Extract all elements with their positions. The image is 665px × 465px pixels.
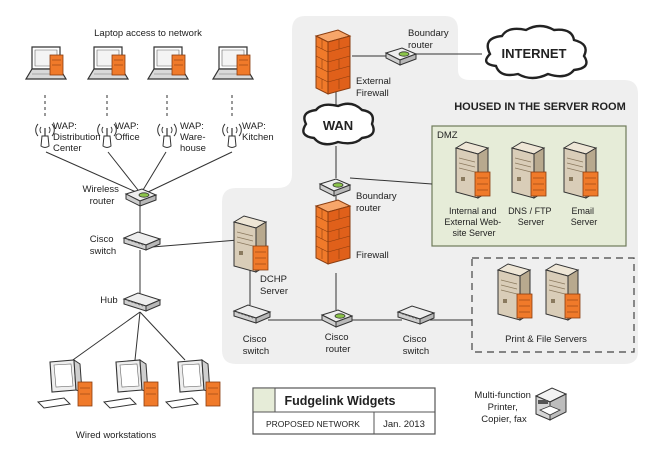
multifunction-printer-label: Multi-function Printer, Copier, fax — [474, 390, 533, 425]
print-file-servers-label: Print & File Servers — [505, 334, 587, 345]
workstation-icon — [37, 359, 93, 409]
wired-workstations-label: Wired workstations — [76, 430, 156, 441]
wireless-router-label: Wireless router — [82, 184, 121, 207]
title-block-title: Fudgelink Widgets — [285, 394, 396, 408]
dns-ftp-server-icon — [511, 141, 547, 199]
external-firewall-label: External Firewall — [356, 76, 394, 99]
hub-icon — [123, 292, 161, 312]
workstation-icon — [103, 359, 159, 409]
hub-label: Hub — [100, 295, 117, 306]
cisco-switch-right-label: Cisco switch — [403, 334, 429, 357]
wap-kitchen-label: WAP: Kitchen — [242, 121, 274, 143]
laptop-icon — [25, 46, 67, 80]
title-block: Fudgelink Widgets PROPOSED NETWORK Jan. … — [252, 387, 436, 435]
wan-label: WAN — [323, 118, 353, 133]
cisco-switch-bottom-label: Cisco switch — [243, 334, 269, 357]
print-server-icon — [497, 263, 533, 321]
wan-cloud: WAN — [302, 102, 375, 146]
dns-ftp-server-label: DNS / FTP Server — [508, 206, 554, 227]
workstation-icon — [165, 359, 221, 409]
boundary-router-mid-label: Boundary router — [356, 191, 399, 214]
dhcp-server-icon — [233, 215, 269, 273]
wap-icon — [222, 123, 242, 149]
wap-warehouse-label: WAP: Ware- house — [180, 121, 208, 154]
connection-lines — [44, 53, 482, 363]
wap-distribution-label: WAP: Distribution Center — [53, 121, 103, 154]
title-block-date: Jan. 2013 — [383, 419, 425, 430]
wap-icon — [35, 123, 55, 149]
dmz-label: DMZ — [437, 130, 458, 141]
internet-cloud: INTERNET — [484, 24, 588, 80]
wireless-router-icon — [125, 188, 157, 207]
web-server-label: Internal and External Web- site Server — [444, 206, 503, 238]
wap-icon — [157, 123, 177, 149]
laptop-icon — [212, 46, 254, 80]
web-server-icon — [455, 141, 491, 199]
email-server-icon — [563, 141, 599, 199]
email-server-label: Email Server — [571, 206, 598, 227]
cisco-switch-left-label: Cisco switch — [90, 234, 116, 257]
firewall-icon — [315, 199, 351, 265]
external-firewall-icon — [315, 29, 351, 95]
firewall-label: Firewall — [356, 250, 389, 261]
internet-label: INTERNET — [502, 46, 567, 61]
printer-icon — [534, 387, 568, 421]
server-room-area — [222, 16, 638, 364]
wap-office-label: WAP: Office — [115, 121, 142, 143]
laptop-access-label: Laptop access to network — [94, 28, 202, 39]
server-room-label: HOUSED IN THE SERVER ROOM — [454, 101, 626, 113]
boundary-router-top-label: Boundary router — [408, 28, 451, 51]
title-block-subtitle: PROPOSED NETWORK — [266, 419, 360, 429]
laptop-icon — [147, 46, 189, 80]
dhcp-server-label: DCHP Server — [260, 274, 289, 297]
laptop-icon — [87, 46, 129, 80]
cisco-router-label: Cisco router — [325, 332, 351, 355]
print-file-box — [471, 257, 635, 353]
file-server-icon — [545, 263, 581, 321]
